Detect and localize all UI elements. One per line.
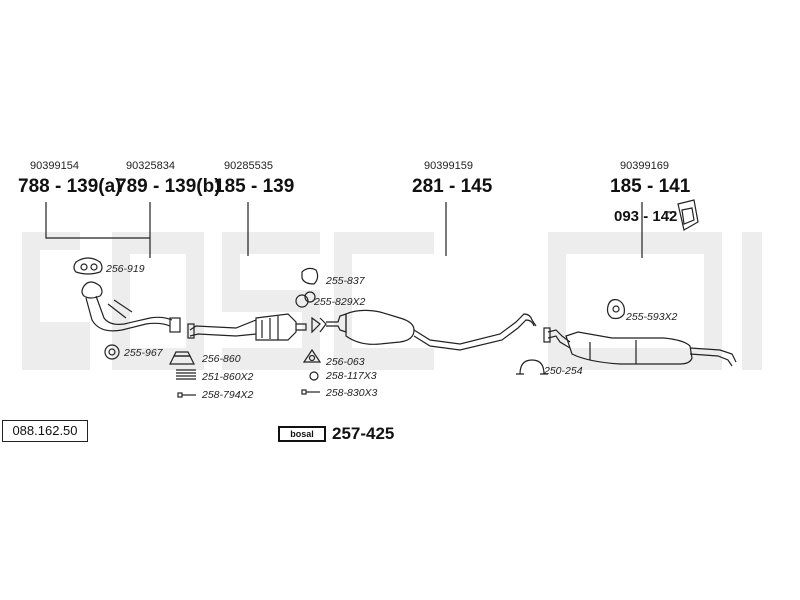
oe-number: 90325834 xyxy=(126,160,175,172)
section-code: 788 - 139(a) xyxy=(18,176,122,197)
oe-number: 90285535 xyxy=(224,160,273,172)
part-label: 256-063 xyxy=(326,356,365,368)
hanger-255-837 xyxy=(301,267,319,285)
bolt-258-830 xyxy=(301,389,320,395)
part-label: 251-860X2 xyxy=(202,371,254,383)
leader-lines xyxy=(45,202,676,258)
seal-ring-256-860 xyxy=(169,351,195,365)
catalytic-converter-185-139 xyxy=(187,313,307,341)
part-label: 255-593X2 xyxy=(626,311,678,323)
bolt-258-794 xyxy=(177,392,196,398)
section-code: 281 - 145 xyxy=(412,176,493,197)
hanger-255-829 xyxy=(295,291,316,308)
hanger-255-593 xyxy=(606,299,625,320)
part-label: 258-830X3 xyxy=(326,387,378,399)
part-label: 255-837 xyxy=(326,275,365,287)
clamp-250-254 xyxy=(516,359,548,375)
bosal-kit-code: 257-425 xyxy=(332,424,395,443)
spring-251-860 xyxy=(176,369,196,380)
part-label: 256-860 xyxy=(202,353,241,365)
section-code: 185 - 139 xyxy=(214,176,295,197)
oe-number: 90399154 xyxy=(30,160,79,172)
oe-number: 90399159 xyxy=(424,160,473,172)
oe-number: 90399169 xyxy=(620,160,669,172)
clamp-255-967 xyxy=(104,344,120,360)
part-label: 256-919 xyxy=(106,263,145,275)
section-code: 185 - 141 xyxy=(610,176,691,197)
rear-silencer-185-141 xyxy=(543,327,737,367)
kit-number-box: 088.162.50 xyxy=(2,420,88,442)
gasket-256-063 xyxy=(302,348,322,363)
part-label: 250-254 xyxy=(544,365,583,377)
part-label: 255-829X2 xyxy=(314,296,366,308)
part-label: 255-967 xyxy=(124,347,163,359)
part-label: 258-794X2 xyxy=(202,389,254,401)
gasket-256-919 xyxy=(73,257,103,275)
section-code: 789 - 139(b) xyxy=(116,176,221,197)
part-label: 258-117X3 xyxy=(326,370,377,382)
nut-258-117 xyxy=(309,371,319,381)
front-pipe-788-139 xyxy=(81,281,181,333)
centre-silencer-281-145 xyxy=(311,309,537,351)
bosal-logo-box: bosal xyxy=(278,426,326,442)
bracket-code: 093 - 142 xyxy=(614,208,678,225)
bracket-093-142 xyxy=(677,199,699,231)
